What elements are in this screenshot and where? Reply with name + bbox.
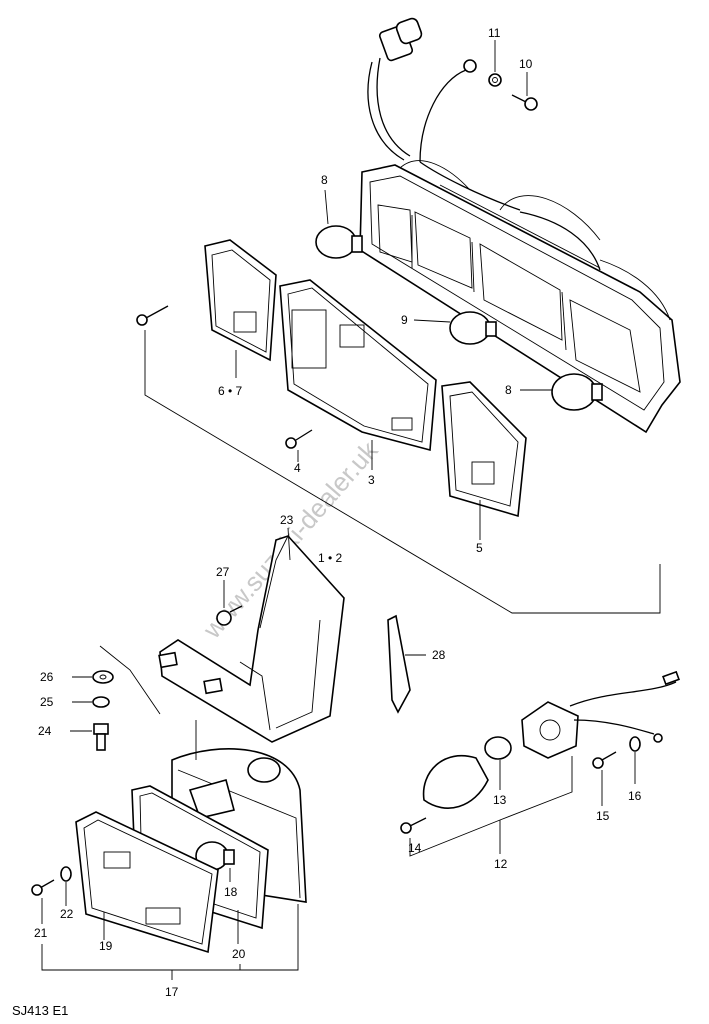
label-15: 15 bbox=[596, 809, 610, 823]
washer-25 bbox=[72, 696, 110, 708]
license-lamp bbox=[422, 670, 680, 809]
assembly-line-17 bbox=[41, 904, 299, 971]
label-28: 28 bbox=[432, 648, 446, 662]
label-22: 22 bbox=[60, 907, 74, 921]
label-8-lower: 8 bbox=[505, 383, 512, 397]
label-8-upper: 8 bbox=[321, 173, 328, 187]
label-21: 21 bbox=[34, 926, 48, 940]
label-3: 3 bbox=[368, 473, 375, 487]
label-23: 23 bbox=[280, 513, 294, 527]
label-14: 14 bbox=[408, 841, 422, 855]
screw-left-upper bbox=[136, 305, 169, 326]
lens-3 bbox=[279, 279, 437, 470]
screw-15 bbox=[592, 751, 617, 806]
bulb-9 bbox=[413, 311, 497, 345]
label-13: 13 bbox=[493, 793, 507, 807]
label-4: 4 bbox=[294, 461, 301, 475]
clip-28 bbox=[387, 614, 426, 714]
assembly-line-1-2 bbox=[144, 330, 661, 614]
washer-16 bbox=[629, 736, 641, 784]
rear-lamp-housing bbox=[359, 160, 681, 434]
label-24: 24 bbox=[38, 724, 52, 738]
label-18: 18 bbox=[224, 885, 238, 899]
bolt-24 bbox=[70, 723, 109, 751]
bolt-guide-line bbox=[99, 645, 161, 715]
label-17: 17 bbox=[165, 985, 179, 999]
lens-6-7 bbox=[204, 239, 277, 378]
label-26: 26 bbox=[40, 670, 54, 684]
lens-19 bbox=[75, 811, 219, 954]
screw-10 bbox=[511, 72, 538, 111]
screw-27 bbox=[216, 580, 243, 626]
label-10: 10 bbox=[519, 57, 533, 71]
label-25: 25 bbox=[40, 695, 54, 709]
washer-26 bbox=[72, 670, 114, 684]
label-16: 16 bbox=[628, 789, 642, 803]
wiring-harness bbox=[367, 17, 601, 271]
bulb-8-lower bbox=[520, 373, 603, 411]
nut-11 bbox=[488, 40, 502, 87]
screw-14 bbox=[400, 817, 427, 834]
label-27: 27 bbox=[216, 565, 230, 579]
label-5: 5 bbox=[476, 541, 483, 555]
washer-22 bbox=[60, 866, 72, 906]
label-1-2: 1 • 2 bbox=[318, 551, 343, 565]
label-11: 11 bbox=[488, 26, 501, 40]
label-20: 20 bbox=[232, 947, 246, 961]
bulb-8-upper bbox=[315, 189, 363, 259]
label-9: 9 bbox=[401, 313, 408, 327]
label-19: 19 bbox=[99, 939, 113, 953]
screw-4 bbox=[285, 429, 313, 462]
screw-21 bbox=[31, 879, 55, 924]
label-12: 12 bbox=[494, 857, 508, 871]
bracket-23 bbox=[158, 527, 345, 743]
label-6-7: 6 • 7 bbox=[218, 384, 243, 398]
diagram-code: SJ413 E1 bbox=[12, 1003, 68, 1018]
lens-5 bbox=[441, 381, 527, 540]
